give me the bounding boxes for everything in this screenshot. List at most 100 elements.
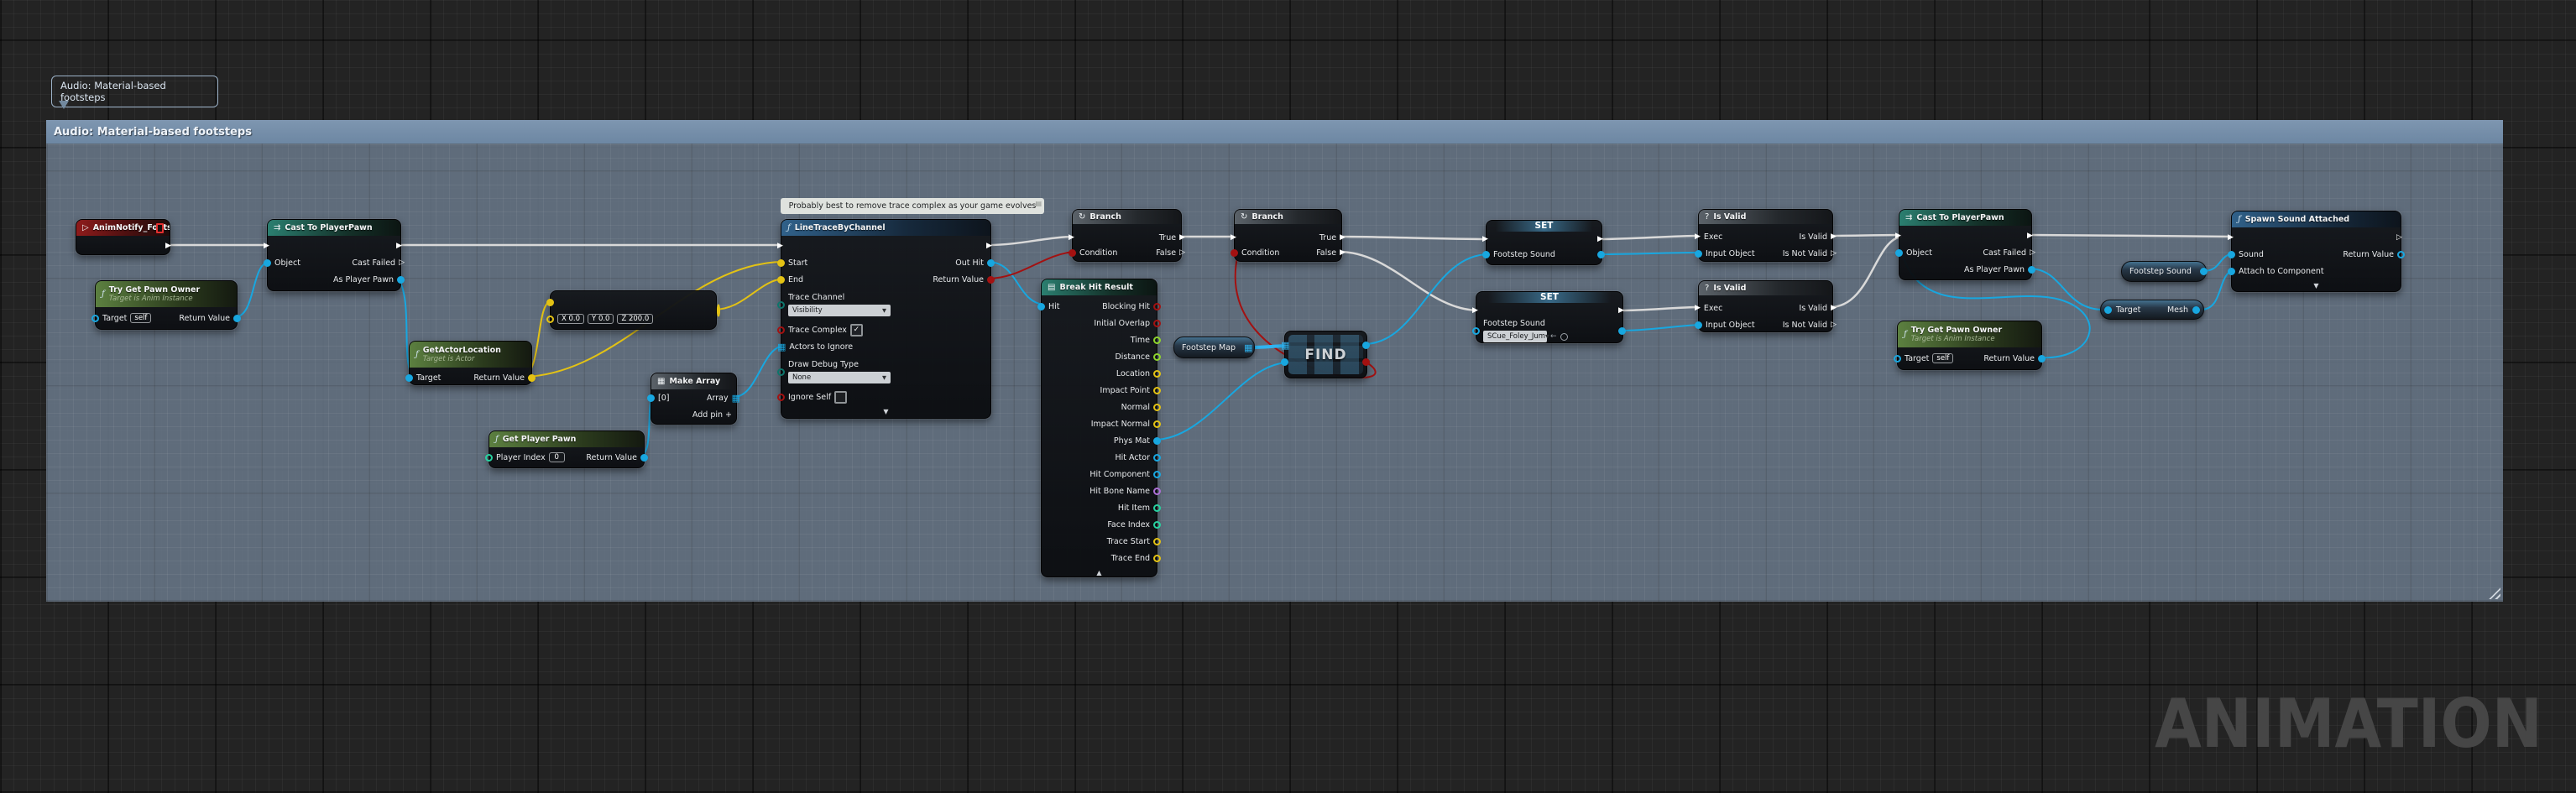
data-pin[interactable]	[1153, 336, 1161, 344]
pin-value-box[interactable]: 0	[548, 452, 565, 462]
data-pin[interactable]	[1597, 250, 1605, 258]
exec-pin[interactable]: ▶	[1069, 232, 1074, 242]
exec-pin[interactable]: ▷	[1831, 320, 1837, 329]
node-find[interactable]: FIND▦	[1281, 330, 1370, 379]
data-pin[interactable]	[91, 314, 99, 322]
sticky-note[interactable]: Probably best to remove trace complex as…	[781, 198, 1044, 214]
data-pin[interactable]	[2028, 265, 2035, 274]
node-footstep-map[interactable]: Footstep Map▦	[1173, 337, 1255, 358]
data-pin[interactable]	[1153, 537, 1161, 545]
exec-pin[interactable]: ▷	[2396, 232, 2402, 242]
data-pin[interactable]	[640, 453, 648, 462]
exec-pin[interactable]: ▶	[1895, 231, 1901, 240]
data-pin[interactable]	[1153, 453, 1161, 462]
array-pin-icon[interactable]: ▦	[731, 392, 740, 404]
collapse-arrow[interactable]: ▼	[781, 405, 990, 418]
data-pin[interactable]	[1472, 326, 1480, 335]
data-pin[interactable]	[777, 326, 785, 334]
exec-pin[interactable]: ▶	[396, 241, 402, 250]
data-pin[interactable]	[2228, 250, 2235, 258]
data-pin[interactable]	[777, 300, 785, 309]
data-pin[interactable]	[777, 275, 785, 284]
data-pin[interactable]	[546, 298, 554, 306]
exec-pin[interactable]: ▶	[165, 241, 171, 250]
data-pin[interactable]	[1153, 520, 1161, 529]
graph-tab-bubble[interactable]: Audio: Material-based footsteps	[51, 76, 218, 109]
data-pin[interactable]	[647, 394, 655, 402]
exec-pin[interactable]: ▷	[1179, 248, 1185, 257]
exec-pin[interactable]: ▶	[2027, 231, 2033, 240]
data-pin[interactable]	[987, 258, 995, 267]
exec-pin[interactable]: ▶	[1482, 234, 1488, 243]
data-pin[interactable]	[233, 314, 241, 322]
data-pin[interactable]	[1618, 326, 1626, 335]
data-pin[interactable]	[1153, 352, 1161, 361]
exec-pin[interactable]: ▶	[264, 241, 269, 250]
data-pin[interactable]	[1895, 248, 1903, 257]
data-pin[interactable]	[1153, 503, 1161, 512]
collapse-arrow[interactable]: ▼	[2232, 279, 2401, 291]
compact-output-pin[interactable]	[717, 304, 720, 316]
data-pin[interactable]	[528, 373, 536, 382]
data-pin[interactable]	[397, 275, 405, 284]
data-pin[interactable]	[1894, 354, 1901, 363]
exec-pin[interactable]: ▶	[1340, 248, 1345, 257]
data-pin[interactable]	[2397, 250, 2405, 258]
array-pin-icon[interactable]: ▦	[1244, 342, 1253, 353]
exec-pin[interactable]: ▶	[1597, 234, 1603, 243]
data-pin[interactable]	[2192, 305, 2200, 314]
data-pin[interactable]	[1153, 436, 1161, 445]
exec-pin[interactable]: ▷	[1831, 248, 1837, 258]
data-pin[interactable]	[1069, 248, 1076, 257]
data-pin[interactable]	[1153, 554, 1161, 562]
collapse-arrow-icon[interactable]: ▼	[883, 408, 889, 415]
dropdown-draw-debug-type[interactable]: None▼	[788, 372, 891, 383]
data-pin[interactable]	[1362, 357, 1370, 366]
data-pin[interactable]	[987, 275, 995, 284]
data-pin[interactable]	[405, 373, 413, 382]
data-pin[interactable]	[264, 258, 271, 267]
use-asset-icon[interactable]: ←	[1550, 332, 1557, 341]
data-pin[interactable]	[777, 258, 785, 267]
array-pin-icon[interactable]: ▦	[1281, 339, 1290, 351]
vector-field[interactable]: X 0.0	[557, 314, 585, 324]
exec-pin[interactable]: ▶	[2228, 232, 2234, 242]
data-pin[interactable]	[1231, 248, 1238, 257]
data-pin[interactable]	[1281, 357, 1288, 366]
data-pin[interactable]	[1362, 341, 1370, 349]
data-pin[interactable]	[777, 393, 785, 401]
node-make-array[interactable]: ▦Make Array[0]Array▦Add pin +	[647, 372, 740, 425]
vector-field[interactable]: Z 200.0	[617, 314, 654, 324]
exec-pin[interactable]: ▶	[1231, 232, 1236, 242]
data-pin[interactable]	[546, 315, 554, 323]
comment-header[interactable]: Audio: Material-based footsteps	[46, 120, 2503, 143]
exec-pin[interactable]: ▶	[1472, 305, 1478, 315]
data-pin[interactable]	[1153, 319, 1161, 327]
data-pin[interactable]	[1153, 369, 1161, 378]
exec-pin[interactable]: ▶	[1695, 303, 1701, 312]
dropdown-footstep-sound[interactable]: SCue_Foley_Jum▼	[1483, 331, 1549, 342]
data-pin[interactable]	[2228, 267, 2235, 275]
data-pin[interactable]	[1153, 420, 1161, 428]
exec-pin[interactable]: ▷	[2030, 248, 2035, 257]
exec-pin[interactable]: ▶	[1695, 232, 1701, 241]
exec-pin[interactable]: ▶	[777, 241, 783, 250]
exec-pin[interactable]: ▶	[1179, 232, 1185, 242]
data-pin[interactable]	[2104, 305, 2112, 314]
exec-pin[interactable]: ▶	[1831, 303, 1837, 312]
data-pin[interactable]	[1153, 470, 1161, 478]
exec-pin[interactable]: ▶	[986, 241, 992, 250]
data-pin[interactable]	[1482, 250, 1490, 258]
data-pin[interactable]	[2199, 268, 2208, 275]
vector-field[interactable]: Y 0.0	[588, 314, 614, 324]
